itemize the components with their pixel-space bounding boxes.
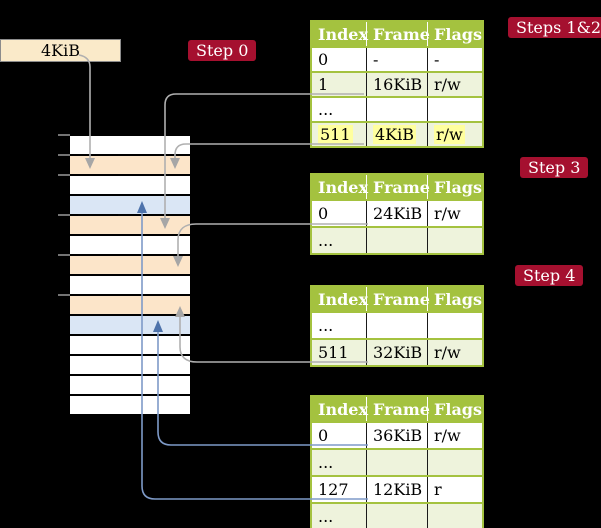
column-header-flags: Flags xyxy=(434,289,482,309)
cell-flags xyxy=(428,228,482,253)
cell-frame: 36KiB xyxy=(367,423,428,448)
column-header-frame: Frame xyxy=(367,22,430,46)
table-row-index-0: 0-- xyxy=(312,46,482,71)
memory-row-1-page-table xyxy=(70,156,190,174)
table-row-index-...: ... xyxy=(312,448,482,475)
cell-flags xyxy=(428,450,482,475)
cell-flags: r/w xyxy=(434,204,461,223)
column-header-flags: Flags xyxy=(434,24,482,44)
memory-row-8-page-table xyxy=(70,296,190,314)
memory-row-9-mapped xyxy=(70,316,190,334)
cell-frame xyxy=(367,98,428,121)
cell-flags xyxy=(428,98,482,121)
column-header-index: Index xyxy=(312,22,368,46)
memory-row-6-page-table xyxy=(70,256,190,274)
step-3-badge: Step 3 xyxy=(520,157,589,178)
column-header-frame: Frame xyxy=(367,397,430,421)
cell-frame xyxy=(367,228,428,253)
cell-index: 511 xyxy=(312,340,367,365)
memory-row-13-free xyxy=(70,396,190,414)
cell-flags xyxy=(428,504,482,528)
cell-index: 0 xyxy=(312,201,367,226)
column-header-index: Index xyxy=(312,175,368,199)
frame-address-box: 4KiB xyxy=(0,39,121,62)
cell-index: 511 xyxy=(312,123,367,146)
cell-frame xyxy=(367,313,428,338)
table-row-index-...: ... xyxy=(312,502,482,528)
column-header-flags: Flags xyxy=(434,399,482,419)
memory-stack xyxy=(70,134,190,414)
memory-row-4-page-table xyxy=(70,216,190,234)
memory-row-7-free xyxy=(70,276,190,294)
cell-index: ... xyxy=(312,450,367,475)
table-row-index-...: ... xyxy=(312,226,482,253)
cell-flags: r/w xyxy=(434,426,461,445)
cell-index: 127 xyxy=(312,477,367,502)
column-header-index: Index xyxy=(312,287,368,311)
cell-frame: 16KiB xyxy=(367,73,428,96)
cell-index: ... xyxy=(312,504,367,528)
cell-flags: r/w xyxy=(434,75,461,94)
cell-index: ... xyxy=(312,98,367,121)
column-header-frame: Frame xyxy=(367,175,430,199)
cell-flags: r xyxy=(434,480,442,499)
step-0-badge: Step 0 xyxy=(188,40,257,61)
cell-frame: 12KiB xyxy=(367,477,428,502)
cell-index: 1 xyxy=(312,73,367,96)
cell-frame xyxy=(367,504,428,528)
cell-flags: r/w xyxy=(434,343,461,362)
memory-row-2-free xyxy=(70,176,190,194)
cell-frame: 32KiB xyxy=(367,340,428,365)
cell-index: 0 xyxy=(312,423,367,448)
memory-row-12-free xyxy=(70,376,190,394)
cell-frame xyxy=(367,450,428,475)
table-row-index-...: ... xyxy=(312,311,482,338)
cell-flags: r/w xyxy=(434,125,465,144)
cell-index: ... xyxy=(312,228,367,253)
memory-row-10-free xyxy=(70,336,190,354)
table-row-index-...: ... xyxy=(312,96,482,121)
cell-flags xyxy=(428,313,482,338)
memory-row-3-mapped xyxy=(70,196,190,214)
step-4-badge: Step 4 xyxy=(515,265,584,286)
steps-1-2-badge: Steps 1&2 xyxy=(508,17,601,38)
memory-row-11-free xyxy=(70,356,190,374)
column-header-index: Index xyxy=(312,397,368,421)
memory-row-5-free xyxy=(70,236,190,254)
column-header-frame: Frame xyxy=(367,287,430,311)
frame-address-label: 4KiB xyxy=(40,41,80,60)
memory-address-ticks xyxy=(58,134,70,296)
cell-frame: - xyxy=(367,48,428,71)
cell-frame: 4KiB xyxy=(367,123,428,146)
cell-flags: - xyxy=(434,50,440,69)
cell-frame: 24KiB xyxy=(367,201,428,226)
memory-row-0-free xyxy=(70,136,190,154)
cell-index: ... xyxy=(312,313,367,338)
column-header-flags: Flags xyxy=(434,177,482,197)
cell-index: 0 xyxy=(312,48,367,71)
